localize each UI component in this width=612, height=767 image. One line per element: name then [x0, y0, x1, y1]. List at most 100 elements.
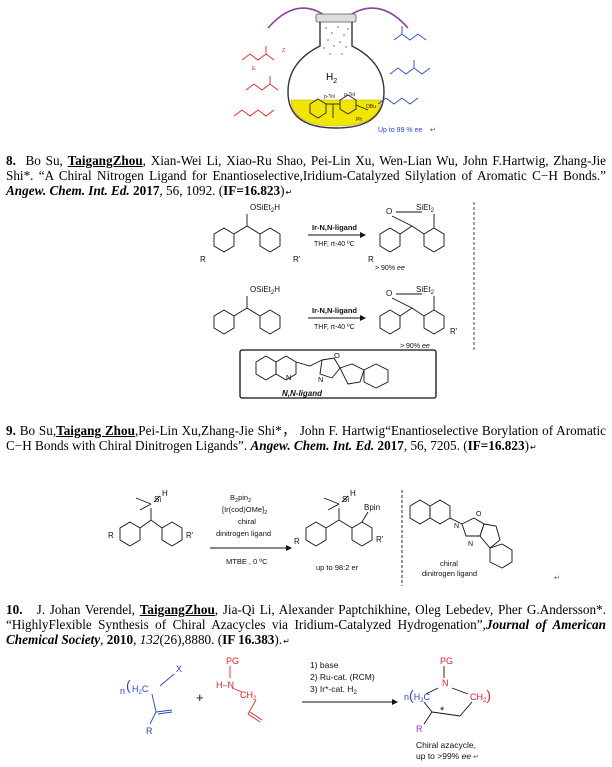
product2-siet2: SiEt2	[416, 285, 435, 296]
ref-number: 8.	[6, 153, 16, 168]
blue-r: R	[146, 726, 153, 736]
return-mark: ↵	[283, 637, 290, 646]
ref-volume: 132	[139, 632, 160, 647]
ref-impact-factor: IF=16.823	[467, 438, 525, 453]
ligand-o: O	[334, 351, 340, 360]
return-mark: ↵	[430, 126, 436, 134]
e-label: E	[252, 66, 256, 72]
product-n: N	[442, 678, 449, 688]
reagent-ir-ligand: Ir-N,N-ligand	[312, 223, 357, 232]
r-label: R	[200, 255, 206, 264]
ref-close: ).	[274, 632, 283, 647]
ref-authors-pre: Bo Su,	[25, 153, 68, 168]
product-pg: PG	[440, 656, 453, 666]
reference-9: 9. Bo Su,Taigang Zhou,Pei-Lin Xu,Zhang-J…	[6, 423, 606, 455]
ligand-n-1: N	[454, 523, 459, 530]
red-ch2: CH2	[240, 690, 257, 702]
ref-year: 2010	[106, 632, 134, 647]
ref-journal: Angew. Chem. Int. Ed.	[250, 438, 375, 453]
ee-2: > 90% ee	[400, 343, 430, 350]
ref-sep: ,	[100, 632, 107, 647]
red-hn: H–N	[216, 680, 234, 690]
silylation-scheme: OSiEt2H R R' Ir-N,N-ligand THF, rt-40 ºC…	[200, 202, 475, 399]
reference-8: 8. Bo Su, TaigangZhou, Xian-Wei Li, Xiao…	[6, 153, 606, 200]
ref-highlight-author: Taigang Zhou	[56, 423, 135, 438]
product-rprime: R'	[376, 535, 384, 544]
conditions-text-2: THF, rt-40 ºC	[314, 324, 355, 331]
ref-highlight-author: TaigangZhou	[67, 153, 143, 168]
ligand-n-2: N	[468, 541, 473, 548]
h2-label: H2	[326, 72, 337, 85]
ref-authors-post: , Xian-Wei Li, Xiao-Ru Shao, Pei-Lin Xu,…	[6, 153, 607, 183]
ref-impact-factor: IF=16.823	[223, 183, 281, 198]
product-n-paren: n(H2C	[404, 687, 431, 704]
blue-x: X	[176, 664, 182, 674]
reactant-si: Si	[154, 495, 161, 504]
ligand-n-1: N	[286, 373, 291, 382]
return-mark: ↵	[554, 575, 560, 582]
product-r: R	[416, 724, 423, 734]
bracket: (	[126, 677, 131, 693]
product-si: Si	[342, 495, 349, 504]
reagent-ir-ligand-2: Ir-N,N-ligand	[312, 306, 357, 315]
ref-authors-post: , Jia-Qi Li, Alexander Paptchikhine, Ole…	[6, 602, 606, 632]
reference-10: 10. J. Johan Verendel, TaigangZhou, Jia-…	[6, 602, 606, 649]
ref-journal: Angew. Chem. Int. Ed.	[6, 183, 130, 198]
stereo-star: *	[440, 705, 445, 717]
ref-year: 2017	[133, 183, 160, 198]
product-siet2: SiEt2	[416, 203, 435, 214]
ee-1: > 90% ee	[375, 265, 405, 272]
return-mark: ↵	[285, 188, 293, 197]
step-2: 2) Ru-cat. (RCM)	[310, 672, 375, 682]
borylation-scheme: Si H R R' B2pin2 [Ir(cod)OMe]2 chiral di…	[108, 489, 560, 586]
blue-h2c: H2C	[132, 684, 149, 696]
product-o: O	[386, 207, 392, 216]
reactant-h: H	[162, 489, 168, 498]
z-label: Z	[282, 48, 286, 54]
conditions-text: MTBE , 0 ºC	[226, 557, 268, 566]
return-mark: ↵	[529, 443, 537, 452]
product-h: H	[350, 489, 356, 498]
ref-number: 9.	[6, 423, 16, 438]
obu-label: OBu	[366, 104, 376, 110]
rprime-label: R'	[293, 255, 301, 264]
product2-rprime: R'	[450, 327, 458, 336]
ligand-caption-2: dinitrogen ligand	[422, 569, 477, 578]
ref-sep-2: ,	[133, 632, 140, 647]
caption-2: up to >99% ee ↵	[416, 751, 479, 761]
product-r: R	[368, 255, 374, 264]
product-bpin: Bpin	[364, 503, 380, 512]
reagent-b2pin2: B2pin2	[230, 493, 251, 504]
ref-authors-post: ,Pei-Lin Xu,Zhang-Jie Shi*， John F. Hart…	[6, 423, 606, 453]
ref-authors-pre: J. Johan Verendel,	[31, 602, 140, 617]
product2-o: O	[386, 289, 392, 298]
reactant2-osiet2: OSiEt2H	[250, 285, 280, 296]
reagent-ligand: dinitrogen ligand	[216, 529, 271, 538]
step-1: 1) base	[310, 660, 339, 670]
conditions-text: THF, rt-40 ºC	[314, 241, 355, 248]
caption-1: Chiral azacycle,	[416, 740, 476, 750]
ligand-caption-1: chiral	[440, 559, 458, 568]
ref-journal: Journal of American Chemical Society	[6, 617, 606, 647]
ptol-label-1: p-Tol	[344, 92, 355, 98]
ref-highlight-author: TaigangZhou	[139, 602, 215, 617]
ref-close: )	[524, 438, 529, 453]
plus-sign: +	[196, 690, 204, 705]
ref-volume: , 56, 1092. (	[159, 183, 224, 198]
reactant-osiet2: OSiEt2H	[250, 203, 280, 214]
ref-impact-factor: IF 16.383	[222, 632, 275, 647]
step-3: 3) Ir*-cat. H2	[310, 684, 357, 696]
ref-volume: , 56, 7205. (	[403, 438, 468, 453]
reactant-r: R	[108, 531, 114, 540]
blue-n: n	[120, 686, 125, 696]
product-r: R	[294, 537, 300, 546]
ligand-o: O	[476, 511, 482, 518]
ref-close: )	[280, 183, 285, 198]
ph-label: Ph	[356, 117, 362, 123]
ligand-label: N,N-ligand	[282, 389, 323, 398]
ref-number: 10.	[6, 602, 23, 617]
hydrogenation-flask-scheme: p-Tol p-Tol Ph OBu H2 E Z Up to 99 % ee …	[233, 7, 436, 134]
reactant-rprime: R'	[186, 531, 194, 540]
ref-year: 2017	[377, 438, 404, 453]
